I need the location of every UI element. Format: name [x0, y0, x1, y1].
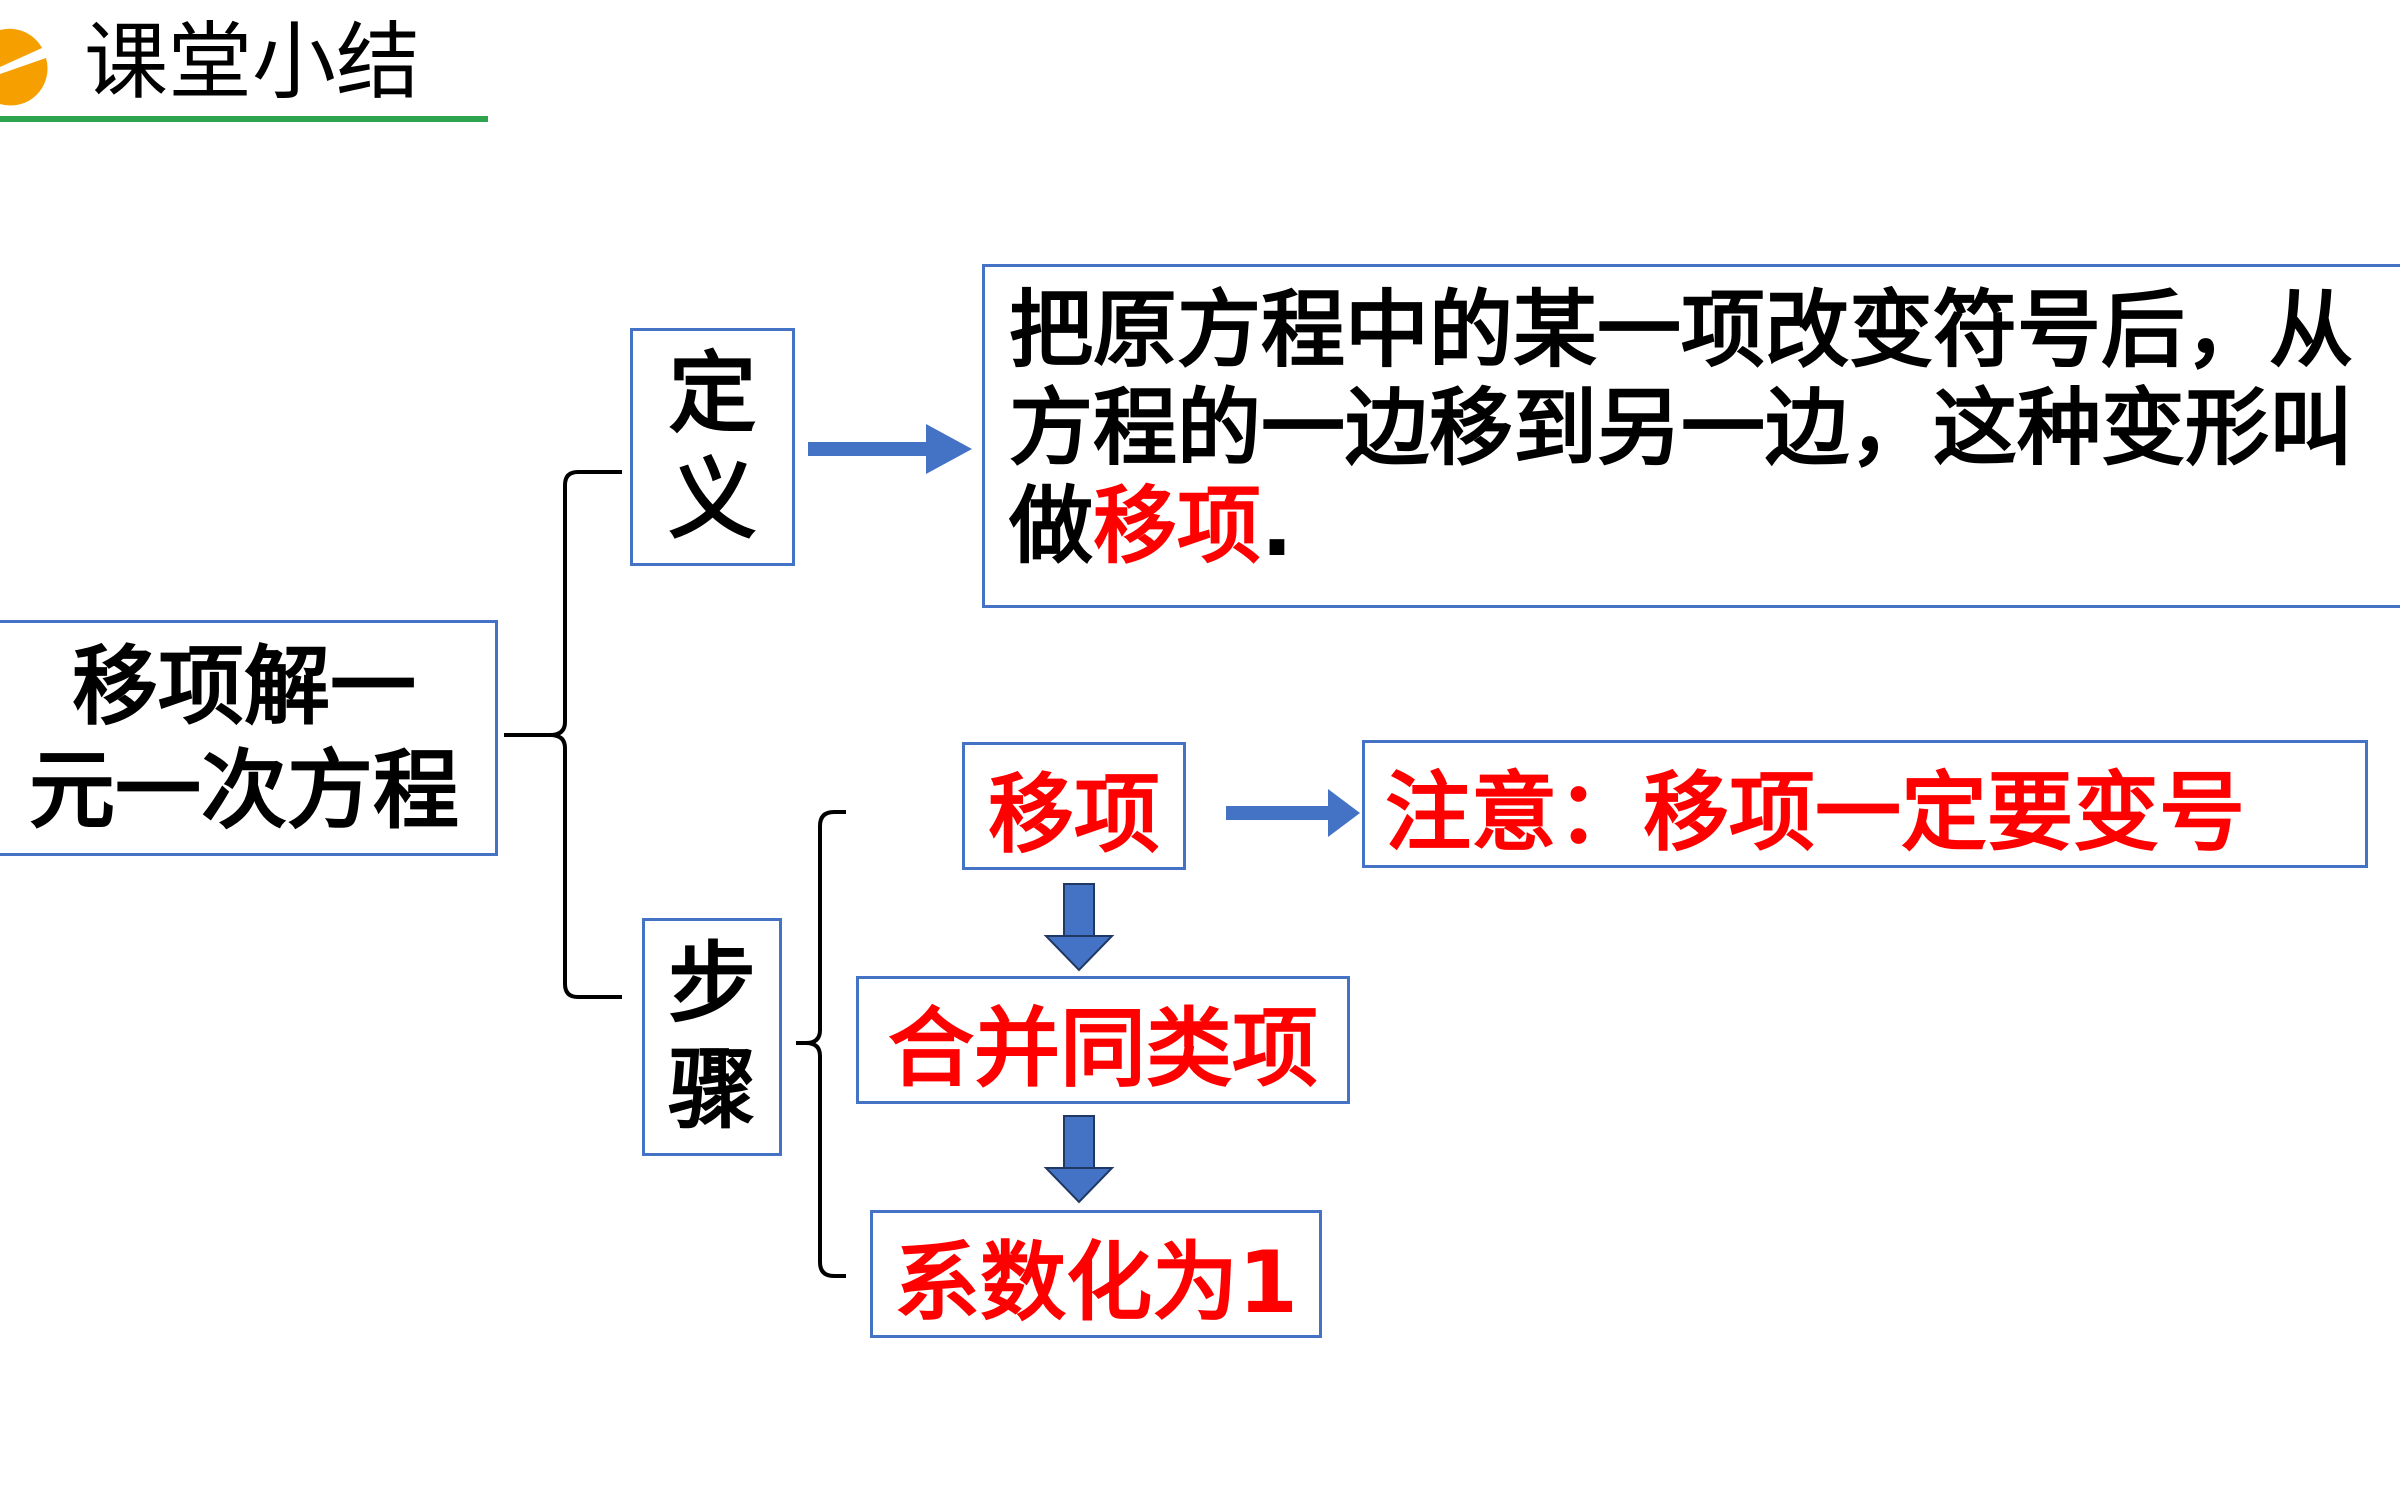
page-title: 课堂小结 [84, 13, 421, 111]
steps-brace [796, 810, 846, 1278]
note-text: 注意：移项一定要变号 [1385, 762, 2245, 863]
arrow-note [1226, 789, 1360, 837]
step-3-label: 系数化为1 [894, 1232, 1298, 1333]
definition-highlight-term: 移项 [1093, 477, 1262, 575]
definition-label-line2: 义 [668, 448, 757, 551]
arrow-down-2 [1043, 1115, 1115, 1204]
main-brace [504, 470, 622, 999]
title-underline [0, 116, 488, 122]
arrow-down-1 [1043, 883, 1115, 972]
step-2-box: 合并同类项 [856, 976, 1350, 1104]
definition-label-line1: 定 [668, 342, 757, 445]
definition-text-line3: 做移项. [1009, 477, 2353, 575]
definition-text-line2: 方程的一边移到另一边，这种变形叫 [1009, 379, 2354, 477]
note-box: 注意：移项一定要变号 [1362, 740, 2368, 868]
definition-label-box: 定 义 [630, 328, 795, 566]
step-2-label: 合并同类项 [888, 998, 1318, 1099]
step-1-box: 移项 [962, 742, 1186, 870]
steps-label-line2: 骤 [667, 1038, 756, 1141]
root-topic-line2: 元一次方程 [29, 741, 459, 841]
pie-chart-icon [0, 28, 48, 106]
definition-text-line1: 把原方程中的某一项改变符号后，从 [1009, 281, 2354, 379]
arrow-definition [808, 424, 972, 474]
definition-text-suffix: . [1261, 477, 1293, 575]
step-3-box: 系数化为1 [870, 1210, 1322, 1338]
steps-label-box: 步 骤 [642, 918, 782, 1156]
definition-text-prefix: 做 [1009, 477, 1094, 575]
root-topic-line1: 移项解一 [72, 637, 416, 737]
root-topic-box: 移项解一 元一次方程 [0, 620, 498, 856]
definition-text-box: 把原方程中的某一项改变符号后，从 方程的一边移到另一边，这种变形叫 做移项. [982, 264, 2400, 608]
step-1-label: 移项 [988, 764, 1160, 865]
steps-label-line1: 步 [667, 932, 756, 1035]
